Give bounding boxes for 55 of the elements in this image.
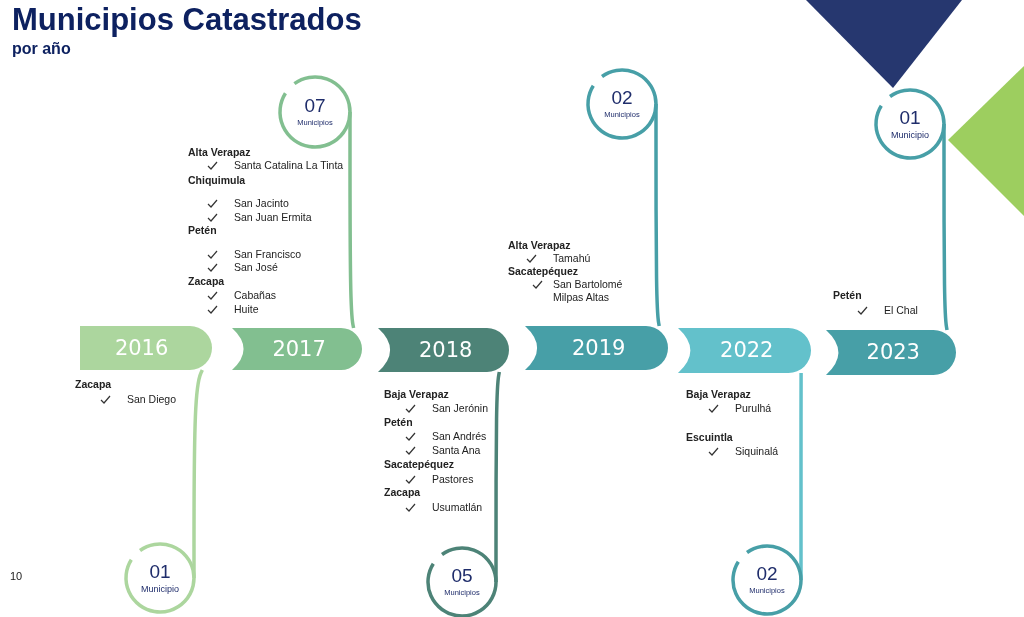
municipality-name: Usumatlán xyxy=(432,501,483,514)
count-unit: Municipio xyxy=(140,584,180,594)
municipality-name: Tamahú xyxy=(553,252,591,265)
department-name: Chiquimula xyxy=(188,174,246,187)
department-name: Zacapa xyxy=(188,275,225,288)
department-name: Sacatepéquez xyxy=(508,265,579,278)
department-name: Baja Verapaz xyxy=(686,388,751,401)
municipality-name: Purulhá xyxy=(735,402,772,415)
municipality-name: El Chal xyxy=(884,304,918,317)
department-name: Baja Verapaz xyxy=(384,388,449,401)
subtitle: por año xyxy=(12,40,71,58)
year-banner xyxy=(525,326,668,370)
department-name: Sacatepéquez xyxy=(384,458,455,471)
year-label: 2022 xyxy=(719,337,775,364)
municipality-name: Santa Catalina La Tinta xyxy=(234,159,344,172)
count-number: 05 xyxy=(450,565,474,587)
count-number: 07 xyxy=(303,95,327,117)
municipality-name: San Diego xyxy=(127,393,177,406)
year-label: 2017 xyxy=(271,336,327,363)
count-number: 02 xyxy=(755,563,779,585)
municipality-name: San Francisco xyxy=(234,248,302,261)
year-label: 2019 xyxy=(570,335,627,362)
municipality-name: San Juan Ermita xyxy=(234,211,312,224)
department-name: Escuintla xyxy=(686,431,733,444)
count-number: 02 xyxy=(610,87,634,109)
municipality-name: San Bartolomé Milpas Altas xyxy=(553,278,624,304)
municipality-name: Pastores xyxy=(432,473,474,486)
count-number: 01 xyxy=(898,107,922,129)
year-label: 2018 xyxy=(417,337,474,364)
municipality-name: Cabañas xyxy=(234,289,277,302)
department-name: Zacapa xyxy=(75,378,112,391)
year-label: 2016 xyxy=(113,335,170,362)
year-banner xyxy=(80,326,212,370)
department-name: Zacapa xyxy=(384,486,421,499)
department-name: Petén xyxy=(384,416,413,429)
department-name: Alta Verapaz xyxy=(508,239,571,252)
count-number: 01 xyxy=(148,561,172,583)
year-banner xyxy=(678,328,811,373)
municipality-name: San Andrés xyxy=(432,430,487,443)
municipality-name: San Jerónin xyxy=(432,402,489,415)
year-banner xyxy=(826,330,956,375)
municipality-name: Siquinalá xyxy=(735,445,779,458)
municipality-name: San José xyxy=(234,261,278,274)
department-name: Petén xyxy=(833,289,862,302)
title: Municipios Catastrados xyxy=(12,2,362,38)
department-name: Alta Verapaz xyxy=(188,146,251,159)
page-number: 10 xyxy=(10,570,23,583)
year-banner xyxy=(378,328,509,372)
year-label: 2023 xyxy=(865,339,921,366)
municipality-name: Huite xyxy=(234,303,259,316)
year-banner xyxy=(232,328,362,370)
municipality-name: Santa Ana xyxy=(432,444,481,457)
municipality-name: San Jacinto xyxy=(234,197,289,210)
department-name: Petén xyxy=(188,224,217,237)
count-unit: Municipio xyxy=(890,130,930,140)
